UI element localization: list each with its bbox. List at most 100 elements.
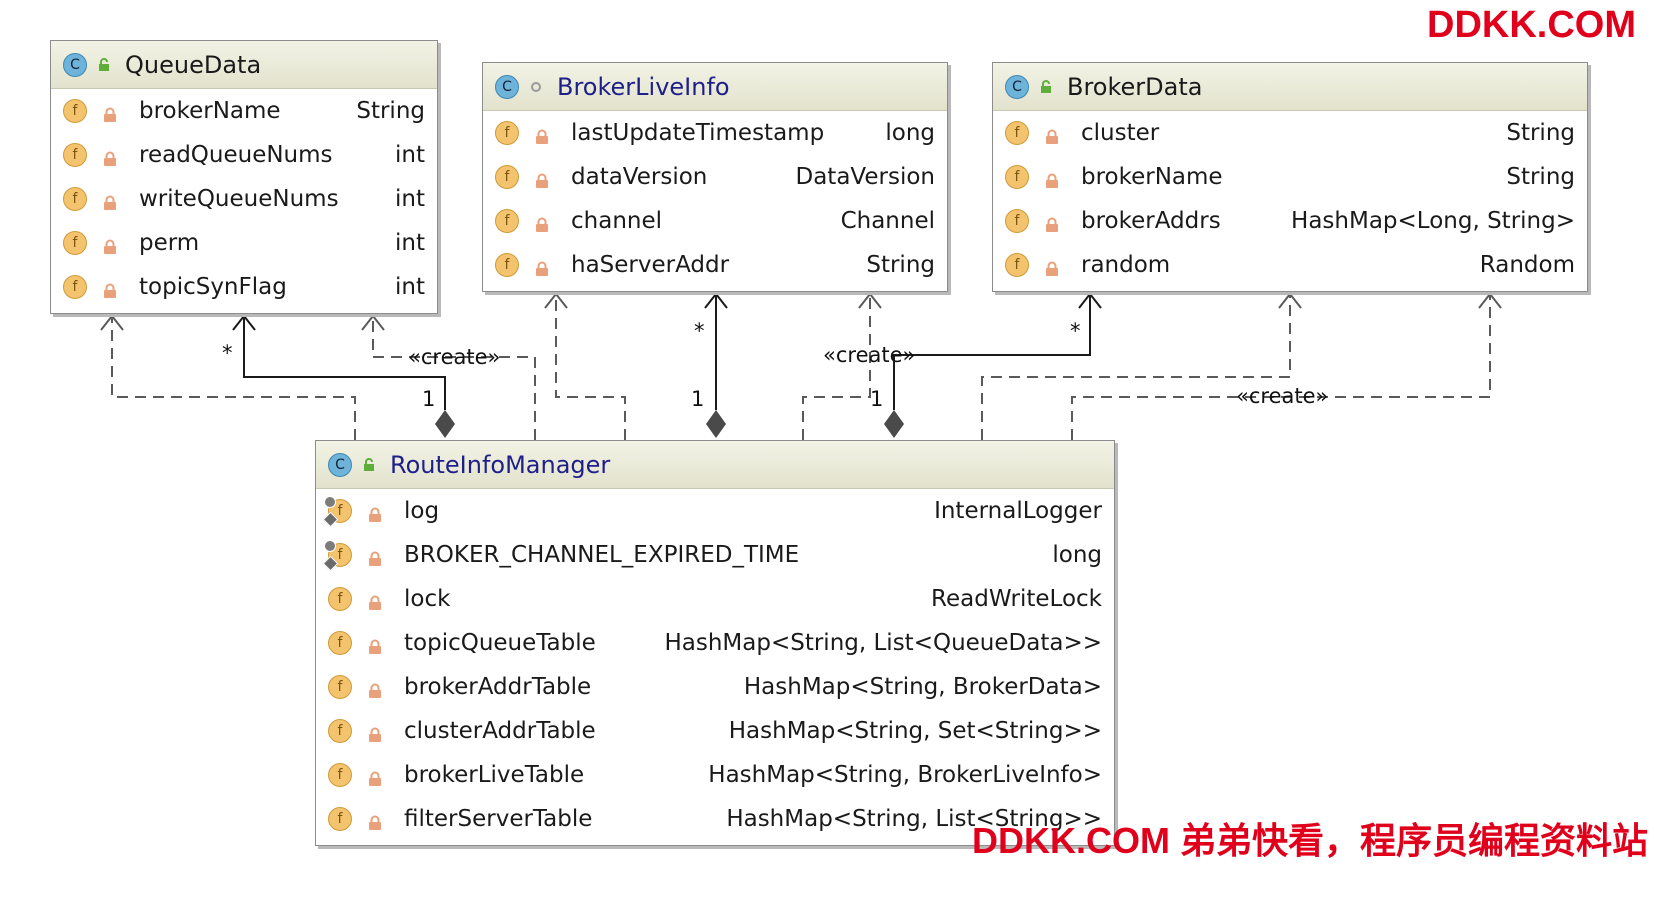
field-type: int — [395, 186, 425, 212]
field-icon: f — [63, 187, 87, 211]
field-name: BROKER_CHANNEL_EXPIRED_TIME — [404, 542, 800, 568]
field-icon: f — [328, 631, 352, 655]
private-lock-icon — [368, 811, 382, 830]
static-modifier-icon — [324, 540, 336, 552]
private-lock-icon — [368, 503, 382, 522]
diamond-brokerliveinfo — [706, 410, 726, 438]
diamond-queuedata — [435, 410, 455, 438]
field-name: topicSynFlag — [139, 274, 287, 300]
field-name: channel — [571, 208, 663, 234]
dependency-line-brokerdata-2 — [1071, 294, 1491, 440]
field-icon: f — [328, 719, 352, 743]
field-name: writeQueueNums — [139, 186, 339, 212]
field-type: int — [395, 142, 425, 168]
arrowhead-brokerliveinfo-1 — [544, 292, 568, 309]
field-name: topicQueueTable — [404, 630, 596, 656]
class-icon: C — [495, 74, 519, 99]
create-label-2: «create» — [823, 343, 915, 367]
private-lock-icon — [535, 169, 549, 188]
dependency-line-brokerdata-1 — [981, 294, 1291, 440]
arrowhead-queuedata-1 — [100, 314, 124, 331]
class-icon: C — [63, 52, 87, 77]
field-type: int — [395, 274, 425, 300]
field-type: HashMap<String, BrokerLiveInfo> — [708, 762, 1102, 788]
field-icon: f — [322, 496, 352, 528]
public-visibility-icon — [362, 457, 376, 472]
field-type: DataVersion — [795, 164, 936, 190]
field-row[interactable]: f writeQueueNums int — [51, 177, 437, 221]
field-name: clusterAddrTable — [404, 718, 596, 744]
field-type: HashMap<String, BrokerData> — [743, 674, 1102, 700]
field-name: readQueueNums — [139, 142, 333, 168]
field-name: perm — [139, 230, 200, 256]
field-row[interactable]: f readQueueNums int — [51, 133, 437, 177]
field-type: String — [1506, 164, 1575, 190]
class-header[interactable]: C RouteInfoManager — [316, 441, 1114, 489]
field-icon: f — [495, 209, 519, 233]
field-icon: f — [63, 143, 87, 167]
private-lock-icon — [368, 767, 382, 786]
field-type: long — [885, 120, 935, 146]
private-lock-icon — [1045, 257, 1059, 276]
field-icon: f — [328, 675, 352, 699]
private-lock-icon — [535, 257, 549, 276]
field-name: cluster — [1081, 120, 1160, 146]
private-lock-icon — [103, 103, 117, 122]
package-visibility-icon — [529, 80, 543, 94]
field-icon: f — [1005, 121, 1029, 145]
field-name: random — [1081, 252, 1171, 278]
diamond-brokerdata — [884, 410, 904, 438]
class-header[interactable]: C BrokerLiveInfo — [483, 63, 947, 111]
field-icon: f — [1005, 253, 1029, 277]
field-name: haServerAddr — [571, 252, 730, 278]
field-type: long — [1052, 542, 1102, 568]
class-header[interactable]: C QueueData — [51, 41, 437, 89]
class-icon: C — [1005, 74, 1029, 99]
watermark-bottom: DDKK.COM 弟弟快看，程序员编程资料站 — [972, 820, 1648, 861]
class-title: RouteInfoManager — [390, 450, 611, 479]
private-lock-icon — [368, 547, 382, 566]
dependency-line-brokerliveinfo-2 — [802, 294, 871, 440]
field-icon: f — [328, 807, 352, 831]
field-icon: f — [63, 231, 87, 255]
field-name: brokerAddrs — [1081, 208, 1221, 234]
field-type: Random — [1479, 252, 1575, 278]
class-title: BrokerData — [1067, 72, 1203, 101]
field-row[interactable]: f random Random — [993, 243, 1587, 287]
composition-arrow-queuedata — [232, 314, 256, 331]
field-name: log — [404, 498, 440, 524]
arrowhead-brokerdata-1 — [1278, 292, 1302, 309]
class-header[interactable]: C BrokerData — [993, 63, 1587, 111]
field-name: dataVersion — [571, 164, 708, 190]
dependency-line-queuedata-1 — [111, 316, 356, 440]
private-lock-icon — [368, 723, 382, 742]
field-type: String — [356, 98, 425, 124]
field-name: brokerName — [1081, 164, 1223, 190]
multiplicity-many-queuedata: * — [222, 341, 233, 365]
